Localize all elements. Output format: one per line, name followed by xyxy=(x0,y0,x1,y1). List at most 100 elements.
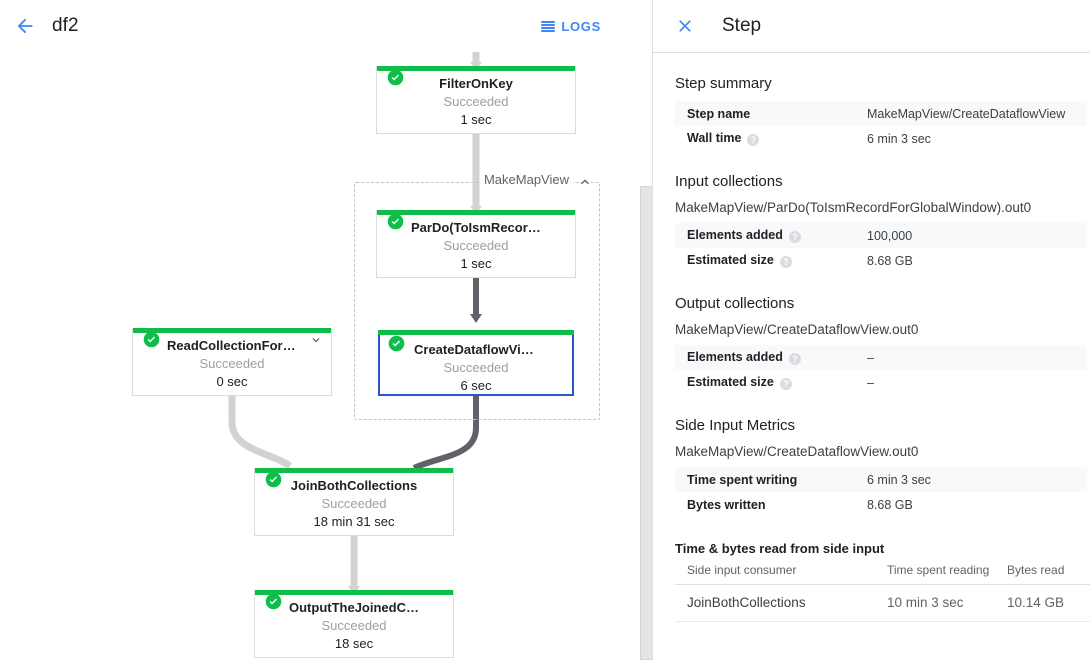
section-heading-input-collections: Input collections xyxy=(675,173,783,190)
row-value: MakeMapView/CreateDataflowView xyxy=(867,106,1066,121)
row-key: Step name xyxy=(675,101,855,126)
section-heading-step-summary: Step summary xyxy=(675,75,772,92)
graph-node-pardo-toismrecordfor[interactable]: ParDo(ToIsmRecordFor… Succeeded 1 sec xyxy=(376,210,576,278)
help-icon[interactable]: ? xyxy=(747,134,760,146)
graph-node-create-dataflow-view[interactable]: CreateDataflowView Succeeded 6 sec xyxy=(378,330,574,396)
node-status: Succeeded xyxy=(443,238,509,253)
cell-consumer: JoinBothCollections xyxy=(675,584,887,622)
node-title: JoinBothCollections xyxy=(290,478,418,493)
input-collections-table: Elements added? 100,000 Estimated size? … xyxy=(675,223,1087,273)
graph-group-makemapview[interactable]: MakeMapView xyxy=(354,172,600,420)
graph-vertical-scrollbar[interactable] xyxy=(639,52,653,660)
table-row: Bytes written 8.68 GB xyxy=(675,492,1087,517)
node-title: CreateDataflowView xyxy=(414,342,539,357)
step-details-header: Step xyxy=(653,0,1090,53)
graph-node-join-both-collections[interactable]: JoinBothCollections Succeeded 18 min 31 … xyxy=(254,468,454,536)
chevron-down-icon[interactable] xyxy=(309,333,323,347)
row-key: Estimated size? xyxy=(675,370,855,395)
table-header-row: Side input consumer Time spent reading B… xyxy=(675,560,1090,585)
help-icon[interactable]: ? xyxy=(788,231,801,243)
logs-button-label: LOGS xyxy=(561,18,601,34)
side-input-metrics-table: Time spent writing 6 min 3 sec Bytes wri… xyxy=(675,467,1087,517)
row-value: 8.68 GB xyxy=(867,253,913,268)
table-row: Elements added? 100,000 xyxy=(675,223,1087,248)
node-status: Succeeded xyxy=(443,94,509,109)
graph-node-output-the-joined-collec[interactable]: OutputTheJoinedCollec… Succeeded 18 sec xyxy=(254,590,454,658)
row-key-label: Bytes written xyxy=(687,497,766,512)
step-summary-table: Step name MakeMapView/CreateDataflowView… xyxy=(675,101,1087,151)
node-body: ReadCollectionForJoin Succeeded 0 sec xyxy=(133,328,331,391)
node-time: 1 sec xyxy=(460,256,492,271)
node-body: FilterOnKey Succeeded 1 sec xyxy=(377,66,575,129)
node-time: 0 sec xyxy=(216,374,248,389)
section-heading-output-collections: Output collections xyxy=(675,295,795,312)
job-graph-panel: df2 LOGS xyxy=(0,0,653,660)
row-key-label: Step name xyxy=(687,106,751,121)
check-circle-icon xyxy=(388,335,405,352)
node-status: Succeeded xyxy=(321,496,387,511)
node-status: Succeeded xyxy=(199,356,265,371)
row-key-label: Estimated size xyxy=(687,375,774,389)
node-time: 18 sec xyxy=(334,636,374,651)
arrow-left-icon[interactable] xyxy=(12,13,38,39)
section-heading-side-input-read: Time & bytes read from side input xyxy=(675,541,885,556)
node-status: Succeeded xyxy=(321,618,387,633)
table-row: JoinBothCollections 10 min 3 sec 10.14 G… xyxy=(675,584,1090,622)
node-status-bar xyxy=(377,210,575,215)
table-row: Estimated size? – xyxy=(675,370,1087,395)
row-key: Bytes written xyxy=(675,492,855,517)
panel-divider xyxy=(652,0,653,660)
row-value: 6 min 3 sec xyxy=(867,472,931,487)
node-body: JoinBothCollections Succeeded 18 min 31 … xyxy=(255,468,453,531)
table-row: Estimated size? 8.68 GB xyxy=(675,248,1087,273)
table-row: Time spent writing 6 min 3 sec xyxy=(675,467,1087,492)
node-body: ParDo(ToIsmRecordFor… Succeeded 1 sec xyxy=(377,210,575,273)
row-value: 8.68 GB xyxy=(867,497,913,512)
check-circle-icon xyxy=(387,213,404,230)
row-key: Estimated size? xyxy=(675,248,855,273)
graph-node-filter-on-key[interactable]: FilterOnKey Succeeded 1 sec xyxy=(376,66,576,134)
close-icon[interactable] xyxy=(673,14,697,38)
node-status: Succeeded xyxy=(443,360,509,375)
node-time: 6 sec xyxy=(460,378,492,393)
job-graph-canvas[interactable]: MakeMapView FilterOnKey Succeeded 1 sec xyxy=(0,52,653,660)
logs-button[interactable]: LOGS xyxy=(541,14,601,38)
row-key-label: Estimated size xyxy=(687,253,774,267)
node-status-bar xyxy=(255,590,453,595)
cell-time: 10 min 3 sec xyxy=(887,584,1007,622)
input-collection-name: MakeMapView/ParDo(ToIsmRecordForGlobalWi… xyxy=(675,200,1032,215)
help-icon[interactable]: ? xyxy=(779,378,792,390)
step-details-content: Step summary Step name MakeMapView/Creat… xyxy=(653,75,1090,622)
node-title: ParDo(ToIsmRecordFor… xyxy=(411,220,570,235)
step-details-panel: Step Step summary Step name MakeMapView/… xyxy=(653,0,1090,660)
table-row: Elements added? – xyxy=(675,345,1087,370)
table-row: Wall time? 6 min 3 sec xyxy=(675,126,1087,151)
chevron-up-icon[interactable] xyxy=(577,174,593,190)
graph-node-read-collection-for-join[interactable]: ReadCollectionForJoin Succeeded 0 sec xyxy=(132,328,332,396)
node-status-bar xyxy=(133,328,331,333)
check-circle-icon xyxy=(387,69,404,86)
row-key-label: Elements added xyxy=(687,350,783,364)
cell-bytes: 10.14 GB xyxy=(1007,584,1090,622)
node-body: CreateDataflowView Succeeded 6 sec xyxy=(380,332,572,395)
graph-group-label: MakeMapView xyxy=(479,172,573,187)
help-icon[interactable]: ? xyxy=(788,353,801,365)
node-time: 1 sec xyxy=(460,112,492,127)
row-key-label: Wall time xyxy=(687,131,742,145)
column-header-consumer: Side input consumer xyxy=(675,560,887,585)
check-circle-icon xyxy=(143,331,160,348)
output-collection-name: MakeMapView/CreateDataflowView.out0 xyxy=(675,322,919,337)
node-status-bar xyxy=(255,468,453,473)
row-value: – xyxy=(867,375,874,390)
node-title: ReadCollectionForJoin xyxy=(167,338,310,353)
table-row: Step name MakeMapView/CreateDataflowView xyxy=(675,101,1087,126)
output-collections-table: Elements added? – Estimated size? – xyxy=(675,345,1087,395)
node-body: OutputTheJoinedCollec… Succeeded 18 sec xyxy=(255,590,453,653)
row-key: Elements added? xyxy=(675,345,855,370)
help-icon[interactable]: ? xyxy=(779,256,792,268)
job-header: df2 LOGS xyxy=(0,0,653,53)
check-circle-icon xyxy=(265,593,282,610)
row-value: – xyxy=(867,350,874,365)
side-input-collection-name: MakeMapView/CreateDataflowView.out0 xyxy=(675,444,919,459)
